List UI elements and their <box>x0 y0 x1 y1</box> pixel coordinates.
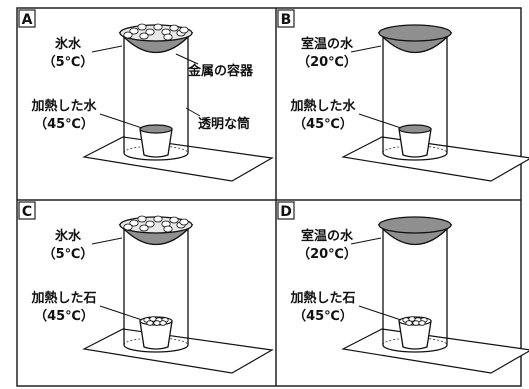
bottom-label-2: （45℃） <box>293 308 353 324</box>
bottom-label-1: 加熱した石 <box>30 290 96 306</box>
ice-cube <box>153 23 163 31</box>
panel-b: B 室温の水 （20℃） 加熱した水 （45℃） <box>277 9 529 182</box>
top-label-1: 氷水 <box>55 36 82 52</box>
top-leader-line <box>350 45 382 53</box>
panel-id-box: A <box>18 9 36 28</box>
panel-id-box: C <box>18 201 36 220</box>
stone <box>159 320 167 326</box>
container-label: 金属の容器 <box>187 63 254 79</box>
bottom-label-1: 加熱した石 <box>289 290 355 306</box>
ice-cube <box>145 28 155 36</box>
apparatus <box>341 24 529 182</box>
tube-bottom-rim <box>123 152 189 161</box>
container-leader <box>175 53 199 65</box>
ice-cube <box>153 215 163 223</box>
panel-id: C <box>22 204 32 220</box>
panel-a: A 氷水 （5℃） 加熱した水 （45℃） 金属の容器 透明な筒 <box>18 9 274 182</box>
ice-cube <box>163 33 173 41</box>
apparatus <box>82 215 274 374</box>
panel-id: A <box>22 12 33 28</box>
stone <box>153 320 161 326</box>
cup-rim <box>139 124 173 134</box>
tube-bottom-rim <box>382 152 448 161</box>
top-label-1: 氷水 <box>55 228 82 244</box>
panel-id: D <box>280 204 292 220</box>
top-label-2: （20℃） <box>297 246 357 262</box>
base-plate <box>82 328 274 374</box>
ice-cube <box>129 219 139 227</box>
ice-cube <box>179 26 189 34</box>
figure-frame <box>16 7 522 387</box>
apparatus <box>82 23 274 182</box>
panel-c: C 氷水 （5℃） 加熱した石 （45℃） <box>18 201 274 374</box>
top-label-1: 室温の水 <box>301 36 354 52</box>
stone <box>418 320 426 326</box>
top-leader-line <box>91 45 123 53</box>
cup <box>398 320 432 350</box>
base-plate <box>82 136 274 182</box>
apparatus <box>341 216 529 374</box>
stone <box>146 320 154 326</box>
tube-leader <box>185 107 201 117</box>
cup-rim <box>398 124 432 134</box>
ice-cube <box>169 24 179 32</box>
ice-cube <box>137 23 147 31</box>
tube-bottom-rim <box>382 344 448 353</box>
tube-label: 透明な筒 <box>198 116 250 132</box>
top-leader-line <box>91 237 123 245</box>
panel-id-box: B <box>277 9 295 28</box>
ice-cube <box>137 215 147 223</box>
top-label-1: 室温の水 <box>301 228 354 244</box>
tube-bottom-rim <box>123 344 189 353</box>
panel-id: B <box>281 12 292 28</box>
ice-cube <box>169 216 179 224</box>
bottom-label-2: （45℃） <box>293 116 353 132</box>
bottom-leader-line <box>99 305 143 321</box>
stone <box>412 320 420 326</box>
ice-cube <box>179 218 189 226</box>
ice-cube <box>163 225 173 233</box>
bottom-label-1: 加熱した水 <box>30 98 97 114</box>
ice-cube <box>129 27 139 35</box>
cup <box>139 320 173 350</box>
top-label-2: （5℃） <box>43 54 94 70</box>
ice-cube <box>123 31 133 39</box>
bottom-leader-line <box>358 113 402 129</box>
container-rim <box>378 24 452 42</box>
panel-d: D 室温の水 （20℃） 加熱した石 （45℃） <box>277 201 529 374</box>
bottom-label-2: （45℃） <box>34 116 94 132</box>
bottom-leader-line <box>99 113 143 129</box>
ice-cube <box>139 224 149 232</box>
bottom-leader-line <box>358 305 402 321</box>
ice-cube <box>145 220 155 228</box>
bottom-label-1: 加熱した水 <box>289 98 356 114</box>
bottom-label-2: （45℃） <box>34 308 94 324</box>
stone <box>405 320 413 326</box>
container-rim <box>378 216 452 234</box>
ice-cube <box>123 223 133 231</box>
base-plate <box>341 136 529 182</box>
panel-id-box: D <box>277 201 295 220</box>
top-label-2: （20℃） <box>297 54 357 70</box>
top-leader-line <box>350 237 382 245</box>
cup <box>398 128 432 158</box>
ice-cube <box>139 32 149 40</box>
cup <box>139 128 173 158</box>
top-label-2: （5℃） <box>43 246 94 262</box>
base-plate <box>341 328 529 374</box>
